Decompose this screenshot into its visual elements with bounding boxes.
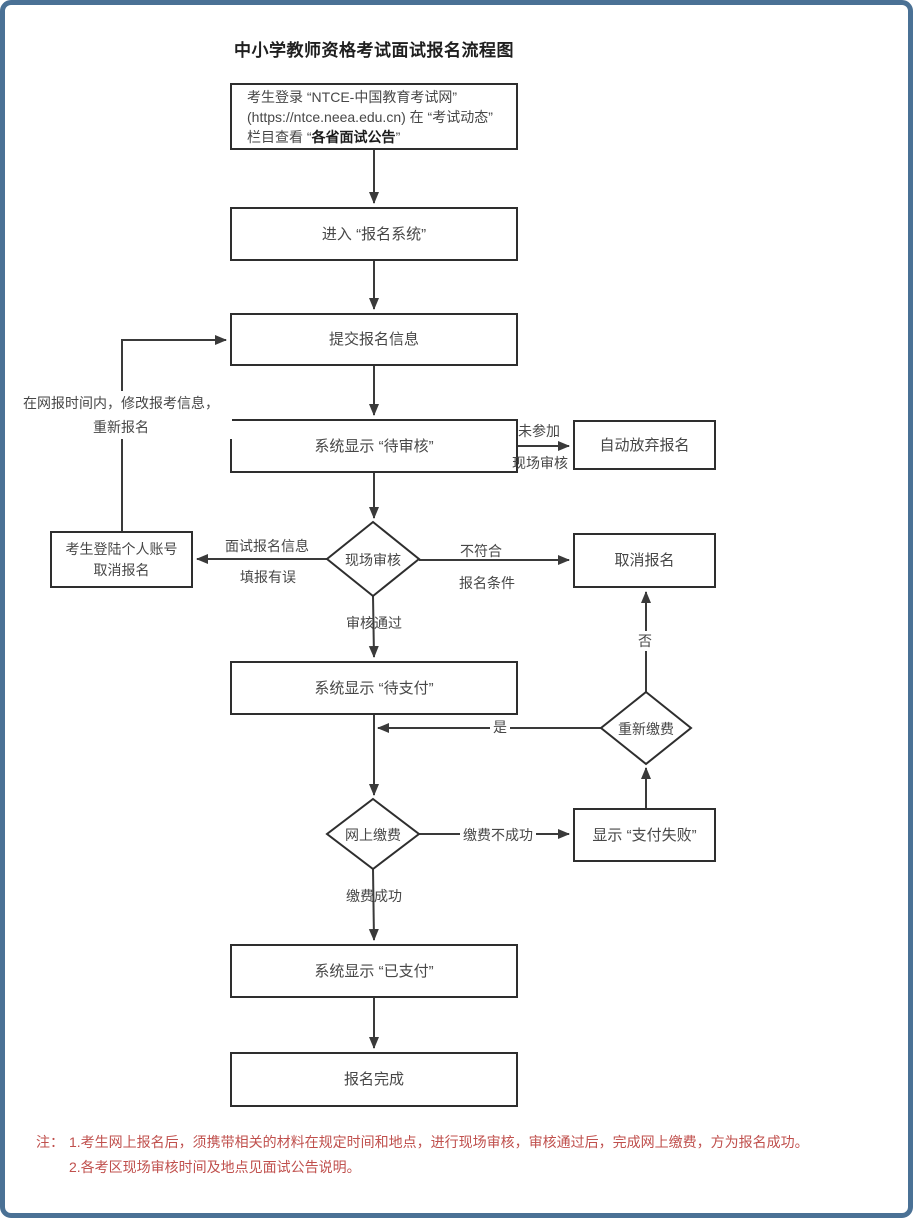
edge-label-no: 否 <box>635 631 655 651</box>
node-status-pending-review: 系统显示 “待审核” <box>230 419 518 473</box>
node-submit-info: 提交报名信息 <box>230 313 518 366</box>
modify-resubmit-annotation: 在网报时间内，修改报考信息， 重新报名 <box>10 391 232 439</box>
node-status-pending-payment: 系统显示 “待支付” <box>230 661 518 715</box>
edge-label-not-attend-line1: 未参加 <box>518 423 560 439</box>
edge-label-review-passed: 审核通过 <box>346 615 402 631</box>
node-payment-failed: 显示 “支付失败” <box>573 808 716 862</box>
edge-review-passed <box>368 595 379 658</box>
node-status-paid-label: 系统显示 “已支付” <box>314 962 434 980</box>
node-registration-complete: 报名完成 <box>230 1052 518 1107</box>
diamond-online-payment-label: 网上缴费 <box>345 827 401 843</box>
edge-label-info-error-line2: 填报有误 <box>240 569 296 585</box>
node-payment-failed-label: 显示 “支付失败” <box>592 826 697 844</box>
node-registration-complete-label: 报名完成 <box>343 1071 404 1088</box>
online-payment-diamond-shape <box>325 797 421 871</box>
node-submit-info-label: 提交报名信息 <box>328 331 419 348</box>
footnote-item1: 1.考生网上报名后，须携带相关的材料在规定时间和地点，进行现场审核，审核通过后，… <box>69 1134 809 1150</box>
login-text: 考生登录 “NTCE-中国教育考试网” (https://ntce.neea.e… <box>247 88 493 145</box>
node-cancel-via-account-line2: 取消报名 <box>93 561 150 578</box>
edge-modify-resubmit <box>121 335 227 531</box>
page-title: 中小学教师资格考试面试报名流程图 <box>234 41 514 60</box>
node-status-pending-review-label: 系统显示 “待审核” <box>314 437 434 455</box>
footnote: 注： 1.考生网上报名后，须携带相关的材料在规定时间和地点，进行现场审核，审核通… <box>36 1130 896 1180</box>
onsite-review-diamond-shape <box>325 520 421 598</box>
login-highlight-text: 各省面试公告 <box>311 128 396 145</box>
edge-label-info-error-line1: 面试报名信息 <box>225 538 309 554</box>
node-enter-system-label: 进入 “报名系统” <box>321 225 427 243</box>
node-status-paid: 系统显示 “已支付” <box>230 944 518 998</box>
node-cancel-via-account: 考生登陆个人账号 取消报名 <box>50 531 193 588</box>
node-auto-abandon-label: 自动放弃报名 <box>599 436 690 454</box>
edge-label-pay-fail: 缴费不成功 <box>460 825 536 845</box>
node-status-pending-payment-label: 系统显示 “待支付” <box>314 679 434 697</box>
edge-label-not-attend-line2: 现场审核 <box>512 455 568 471</box>
edge-label-not-qualified-line2: 报名条件 <box>459 575 515 591</box>
footnote-item2: 2.各考区现场审核时间及地点见面试公告说明。 <box>69 1159 361 1175</box>
edge-label-yes: 是 <box>490 717 510 737</box>
login-suffix-text: ” <box>395 128 401 145</box>
node-enter-system: 进入 “报名系统” <box>230 207 518 261</box>
node-auto-abandon: 自动放弃报名 <box>573 420 716 470</box>
node-cancel-via-account-line1: 考生登陆个人账号 <box>65 540 178 557</box>
node-cancel-registration: 取消报名 <box>573 533 716 588</box>
edge-label-pay-success: 缴费成功 <box>346 888 402 904</box>
edge-label-not-qualified-line1: 不符合 <box>460 543 502 559</box>
edge-pay-success <box>368 868 379 941</box>
modify-resubmit-line1: 在网报时间内，修改报考信息， <box>23 395 219 411</box>
node-cancel-registration-label: 取消报名 <box>614 552 675 569</box>
modify-resubmit-line2: 重新报名 <box>93 419 149 435</box>
footnote-prefix: 注： <box>36 1134 64 1150</box>
node-login: 考生登录 “NTCE-中国教育考试网” (https://ntce.neea.e… <box>230 83 518 150</box>
diamond-repay-label: 重新缴费 <box>618 721 674 737</box>
repay-diamond-shape <box>599 690 693 766</box>
diamond-onsite-review-label: 现场审核 <box>345 552 401 568</box>
